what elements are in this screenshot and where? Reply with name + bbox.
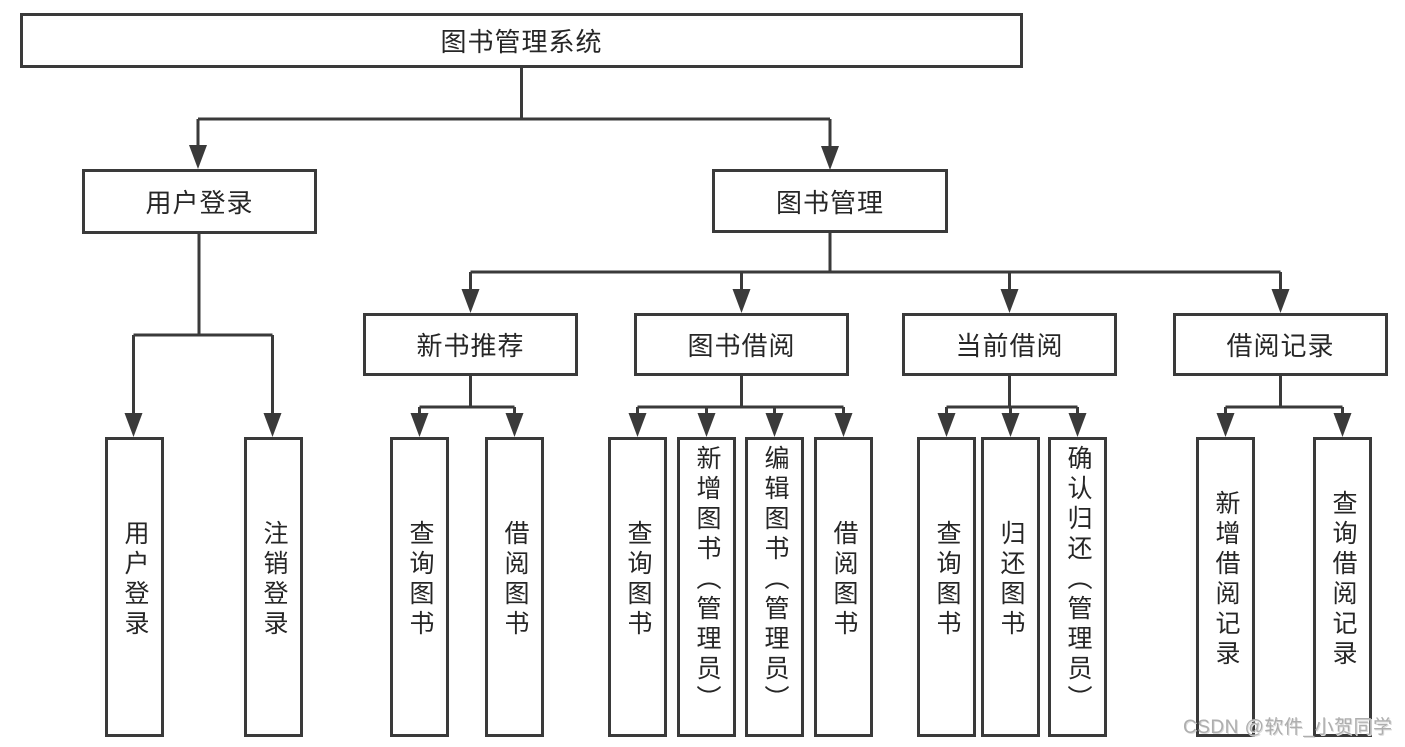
leaf-bb-query-book: 查询图书 (608, 437, 667, 737)
node-label: 图书管理 (775, 187, 884, 218)
leaf-nbr-query-book: 查询图书 (390, 437, 449, 737)
node-label: 确认归还（管理员） (1064, 445, 1092, 715)
leaf-nbr-borrow-book: 借阅图书 (485, 437, 544, 737)
leaf-bb-add-book-admin: 新增图书（管理员） (677, 437, 736, 737)
node-label: 查询图书 (933, 520, 961, 640)
leaf-logout: 注销登录 (244, 437, 303, 737)
leaf-br-query-record: 查询借阅记录 (1313, 437, 1372, 737)
node-label: 图书管理系统 (440, 27, 603, 57)
node-label: 归还图书 (997, 520, 1025, 640)
node-label: 借阅记录 (1226, 331, 1335, 361)
node-label: 注销登录 (260, 520, 288, 640)
node-new-book-recommend: 新书推荐 (363, 313, 578, 376)
node-book-management: 图书管理 (712, 169, 948, 233)
node-label: 查询图书 (406, 520, 434, 640)
node-book-borrow: 图书借阅 (634, 313, 849, 376)
node-label: 借阅图书 (501, 520, 529, 640)
node-label: 新增借阅记录 (1212, 490, 1240, 670)
node-label: 查询借阅记录 (1329, 490, 1357, 670)
node-current-borrow: 当前借阅 (902, 313, 1117, 376)
leaf-user-login: 用户登录 (105, 437, 164, 737)
node-label: 编辑图书（管理员） (761, 445, 789, 715)
leaf-cb-query-book: 查询图书 (917, 437, 976, 737)
node-root: 图书管理系统 (20, 13, 1023, 68)
node-borrow-records: 借阅记录 (1173, 313, 1388, 376)
node-label: 当前借阅 (955, 331, 1064, 361)
leaf-cb-confirm-return-admin: 确认归还（管理员） (1048, 437, 1107, 737)
node-label: 借阅图书 (830, 520, 858, 640)
node-label: 用户登录 (121, 520, 149, 640)
node-label: 新增图书（管理员） (693, 445, 721, 715)
leaf-bb-edit-book-admin: 编辑图书（管理员） (745, 437, 804, 737)
leaf-br-add-record: 新增借阅记录 (1196, 437, 1255, 737)
csdn-watermark: CSDN @软件_小贺同学 (1183, 717, 1393, 738)
node-user-login: 用户登录 (82, 169, 317, 234)
leaf-bb-borrow-book: 借阅图书 (814, 437, 873, 737)
node-label: 用户登录 (145, 188, 254, 218)
leaf-cb-return-book: 归还图书 (981, 437, 1040, 737)
node-label: 查询图书 (624, 520, 652, 640)
node-label: 图书借阅 (687, 331, 796, 361)
node-label: 新书推荐 (416, 331, 525, 361)
